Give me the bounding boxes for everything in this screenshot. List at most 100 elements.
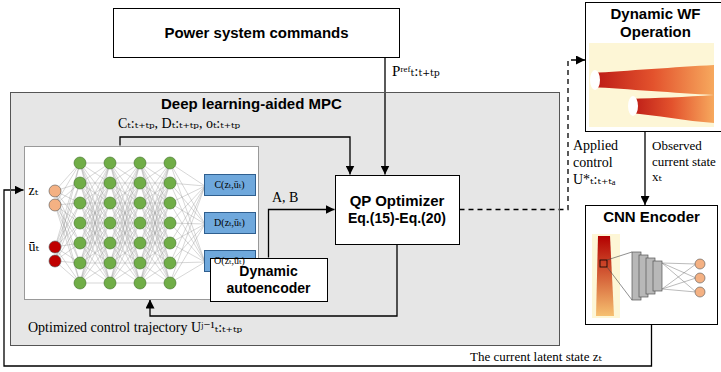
connector-label: The current latent state zₜ: [470, 349, 602, 365]
hidden-neuron: [134, 177, 146, 189]
hidden-neuron: [104, 277, 116, 289]
hidden-neuron: [104, 157, 116, 169]
network-link: [170, 224, 205, 283]
network-link: [140, 183, 170, 283]
kernel-line: [607, 267, 632, 300]
hidden-neuron: [134, 217, 146, 229]
network-link: [80, 223, 110, 283]
connector-label: Cₜ:ₜ₊ₜₚ, Dₜ:ₜ₊ₜₚ, oₜ:ₜ₊ₜₚ: [118, 116, 240, 133]
network-link: [110, 183, 140, 283]
network-link: [110, 163, 140, 223]
input-neuron: [49, 199, 61, 211]
network-link: [110, 163, 140, 223]
hidden-neuron: [164, 217, 176, 229]
hidden-neuron: [164, 157, 176, 169]
node-text: C(zₜ,ūₜ): [214, 179, 244, 191]
hidden-neuron: [134, 157, 146, 169]
optimizer-box: QP OptimizerEq.(15)-Eq.(20): [335, 175, 460, 245]
mpc-panel-fill: [10, 92, 560, 346]
hidden-neuron: [104, 217, 116, 229]
hidden-neuron: [164, 257, 176, 269]
hidden-neuron: [134, 197, 146, 209]
network-link: [140, 163, 170, 223]
connector-label: Pʳᵉᶠₜ:ₜ₊ₜₚ: [392, 62, 440, 80]
dense-link: [662, 289, 696, 292]
network-link: [140, 163, 170, 263]
hidden-neuron: [104, 197, 116, 209]
cnn-illustration: [586, 230, 717, 322]
flow-field: [589, 43, 714, 127]
turbine-rotor: [628, 96, 638, 116]
network-link: [140, 163, 170, 263]
latent-neuron: [695, 287, 705, 297]
process-box: Power system commands: [113, 8, 400, 58]
hidden-neuron: [164, 237, 176, 249]
network-link: [80, 163, 110, 263]
network-link: [110, 223, 140, 283]
node-text: Power system commands: [164, 24, 348, 42]
hidden-neuron: [134, 237, 146, 249]
connector-label: Optimized control trajectory Uʲ⁻¹ₜ:ₜ₊ₜₚ: [28, 320, 242, 337]
wake-field-illustration: [586, 43, 717, 129]
node-text: zₜ: [29, 183, 39, 200]
latent-neuron: [695, 273, 705, 283]
network-link: [140, 223, 170, 283]
network-link: [110, 163, 140, 263]
hidden-neuron: [74, 157, 86, 169]
connector-arrow: [460, 60, 586, 210]
network-link: [110, 163, 140, 263]
output-box: D(zₜ,ūₜ): [204, 212, 256, 234]
node-text: Eq.(15)-Eq.(20): [348, 210, 446, 227]
hidden-neuron: [74, 257, 86, 269]
network-link: [140, 163, 170, 223]
network-link: [140, 183, 170, 283]
kernel-line: [607, 252, 632, 260]
hidden-neuron: [164, 277, 176, 289]
network-link: [140, 223, 170, 283]
network-link: [80, 183, 110, 283]
turbine-wake: [630, 95, 714, 123]
feature-map: [653, 261, 662, 291]
network-link: [80, 163, 110, 223]
hidden-neuron: [134, 257, 146, 269]
connector-label: A, B: [272, 190, 298, 207]
input-neuron: [49, 185, 61, 197]
network-link: [80, 223, 110, 283]
input-wake: [596, 236, 614, 316]
wind-farm-box: Dynamic WF Operation: [585, 2, 721, 132]
encoder-box: CNN Encoder: [585, 205, 718, 325]
network-link: [80, 183, 110, 283]
node-text: Dynamic WF Operation: [586, 5, 721, 41]
network-links: [55, 163, 205, 283]
hidden-neuron: [164, 197, 176, 209]
network-link: [170, 163, 205, 262]
connector-label: Observed current state xₜ: [652, 138, 718, 185]
hidden-neuron: [104, 237, 116, 249]
node-text: D(zₜ,ūₜ): [214, 217, 245, 229]
hidden-neuron: [104, 177, 116, 189]
network-link: [110, 223, 140, 283]
turbine-wake: [592, 65, 714, 95]
dense-link: [662, 263, 696, 264]
input-field: [592, 234, 620, 318]
kernel-window: [600, 260, 607, 267]
input-neuron: [49, 241, 61, 253]
node-text: Dynamic autoencoder: [211, 263, 327, 297]
mpc-panel: Deep learning-aided MPCzₜūₜC(zₜ,ūₜ)D(zₜ,…: [10, 92, 560, 346]
dense-link: [662, 263, 696, 292]
connector-arrow: [269, 210, 335, 258]
hidden-neuron: [164, 177, 176, 189]
network-link: [110, 183, 140, 283]
hidden-neuron: [74, 197, 86, 209]
hidden-neuron: [134, 277, 146, 289]
turbine-rotor: [590, 70, 600, 90]
connector-label: Applied control U*ₜ:ₜ₊ₜₐ: [573, 138, 633, 188]
node-text: CNN Encoder: [603, 208, 700, 226]
dense-link: [662, 263, 696, 278]
process-box: Dynamic autoencoder: [210, 258, 328, 302]
latent-neuron: [695, 259, 705, 269]
hidden-neuron: [74, 217, 86, 229]
dense-link: [662, 264, 696, 289]
node-text: QP Optimizer: [350, 192, 445, 210]
